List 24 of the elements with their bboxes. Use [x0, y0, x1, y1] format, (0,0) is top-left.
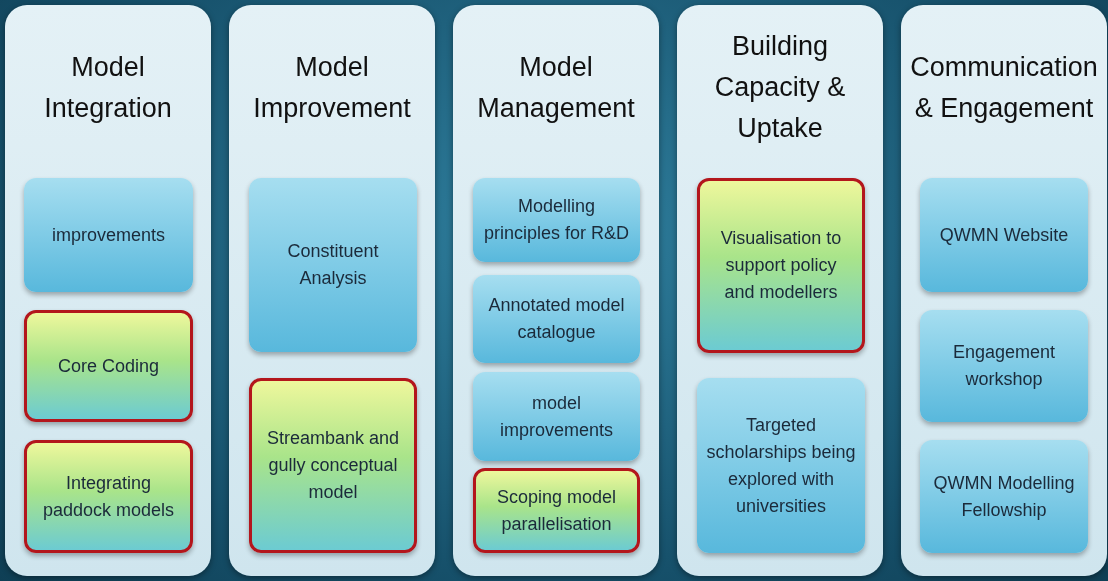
task-box: QWMN Modelling Fellowship: [920, 440, 1088, 553]
column-heading: Model Management: [476, 50, 636, 125]
task-box: model improvements: [473, 372, 640, 461]
column-panel: [5, 5, 211, 576]
task-box: Targeted scholarships being explored with universities: [697, 378, 865, 553]
column-panel: [901, 5, 1107, 576]
column-panel: [677, 5, 883, 576]
column-heading: Building Capacity & Uptake: [713, 30, 847, 145]
task-box: Annotated model catalogue: [473, 275, 640, 363]
highlighted-task-box: Core Coding: [24, 310, 193, 422]
task-box: Constituent Analysis: [249, 178, 417, 352]
column-panel: [453, 5, 659, 576]
column-heading: Model Integration: [43, 50, 173, 125]
task-box: Modelling principles for R&D: [473, 178, 640, 262]
highlighted-task-box: Integrating paddock models: [24, 440, 193, 553]
highlighted-task-box: Visualisation to support policy and modellers: [697, 178, 865, 353]
highlighted-task-box: Scoping model parallelisation: [473, 468, 640, 553]
task-box: QWMN Website: [920, 178, 1088, 292]
task-box: Engagement workshop: [920, 310, 1088, 422]
column-panel: [229, 5, 435, 576]
column-heading: Communication & Engagement: [909, 50, 1099, 125]
task-box: improvements: [24, 178, 193, 292]
highlighted-task-box: Streambank and gully conceptual model: [249, 378, 417, 553]
column-heading: Model Improvement: [252, 50, 412, 125]
